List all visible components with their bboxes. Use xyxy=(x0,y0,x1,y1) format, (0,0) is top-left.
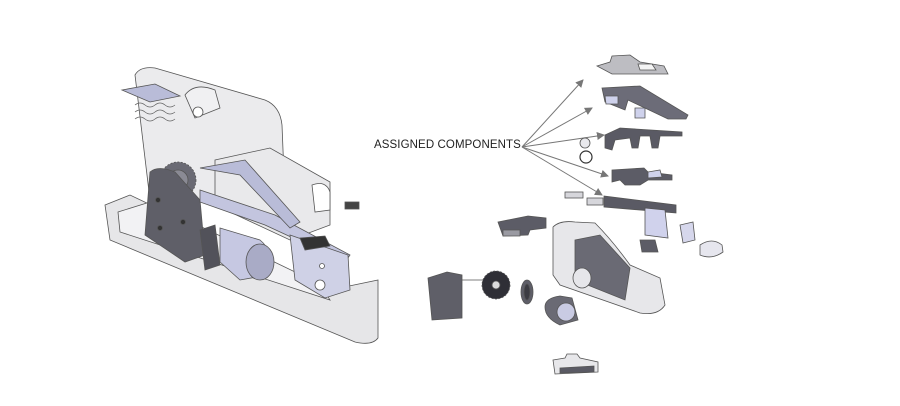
spring-clip xyxy=(579,137,593,164)
arrow-top-latch xyxy=(521,79,584,148)
bracket-rail xyxy=(604,127,683,151)
lever-bracket xyxy=(611,167,673,186)
side-plate xyxy=(144,168,206,263)
arrow-lever-bracket xyxy=(521,146,609,178)
latch-pin xyxy=(192,106,204,118)
small-block-2 xyxy=(586,197,604,206)
exploded-components xyxy=(427,54,724,375)
shaft xyxy=(344,201,360,210)
angled-arm xyxy=(601,85,689,120)
mounting-frame xyxy=(603,195,677,214)
arrow-mounting-frame xyxy=(521,146,603,196)
assembled-mechanism xyxy=(104,67,379,344)
top-latch xyxy=(595,54,669,75)
small-block-1 xyxy=(564,191,584,199)
top-plate xyxy=(120,83,182,103)
block-part xyxy=(639,239,659,253)
assigned-components-label: ASSIGNED COMPONENTS xyxy=(374,139,521,151)
arm xyxy=(199,159,301,229)
assignment-arrows xyxy=(521,79,609,196)
clip-part xyxy=(679,221,696,244)
pivot-part xyxy=(699,240,724,258)
springs-icon xyxy=(134,102,176,122)
side-plate-exploded xyxy=(427,271,463,321)
arrow-angled-arm xyxy=(521,107,593,148)
arrow-bracket-rail xyxy=(521,132,605,148)
